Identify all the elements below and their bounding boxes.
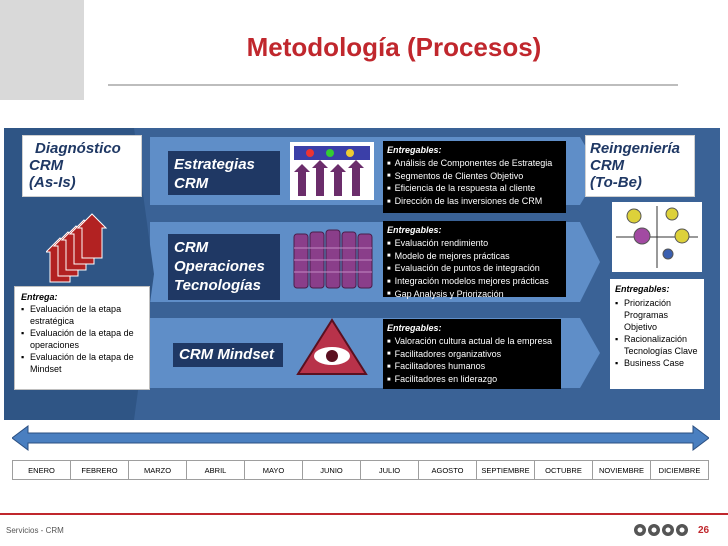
label-mindset: CRM Mindset <box>173 343 283 367</box>
month-cell: FEBRERO <box>71 461 129 479</box>
month-cell: SEPTIEMBRE <box>477 461 535 479</box>
month-cell: MAYO <box>245 461 303 479</box>
list-item: Evaluación de puntos de integración <box>387 262 562 275</box>
footer-text: Servicios - CRM <box>6 526 64 535</box>
label-estrategias-line1: Estrategias <box>174 156 255 173</box>
list-item: Facilitadores organizativos <box>387 348 557 361</box>
label-operaciones-line3: Tecnologías <box>174 277 261 294</box>
title-divider <box>108 84 678 86</box>
entrega-box: Entrega: Evaluación de la etapa estratég… <box>14 286 150 390</box>
technology-cylinders-icon <box>293 229 373 289</box>
reingenieria-title-line2: CRM <box>590 157 625 174</box>
band-operaciones-arrow <box>580 222 600 302</box>
reingenieria-title-line3: (To-Be) <box>590 174 642 191</box>
strategy-arrows-icon <box>290 142 374 200</box>
list-item: Facilitadores en liderazgo <box>387 373 557 386</box>
month-cell: DICIEMBRE <box>658 466 701 475</box>
label-operaciones: CRM Operaciones Tecnologías <box>168 234 280 300</box>
mindset-eye-icon <box>296 318 368 375</box>
page-number: 26 <box>698 525 710 536</box>
page-title: Metodología (Procesos) <box>246 32 542 62</box>
month-cell: NOVIEMBRE <box>593 461 651 479</box>
label-estrategias: Estrategias CRM <box>168 151 280 195</box>
footer-divider <box>0 513 728 515</box>
label-estrategias-line2: CRM <box>174 175 209 192</box>
reingenieria-box: Reingeniería CRM (To-Be) <box>585 135 695 197</box>
company-logo-icon <box>634 524 688 536</box>
timeline-arrow <box>12 425 709 451</box>
list-item: Racionalización Tecnologías Clave <box>615 333 699 357</box>
stacked-arrows-icon <box>46 213 108 283</box>
entregables-estrategia-header: Entregables: <box>387 145 442 155</box>
entrega-header: Entrega: <box>21 292 58 302</box>
month-cell: JULIO <box>361 461 419 479</box>
month-cell: JUNIO <box>303 461 361 479</box>
list-item: Evaluación de la etapa de operaciones <box>21 327 143 351</box>
entregables-reingenieria-header: Entregables: <box>615 284 670 294</box>
priority-matrix-icon <box>612 202 702 272</box>
month-cell: AGOSTO <box>419 461 477 479</box>
band-mindset-arrow <box>580 318 600 388</box>
label-operaciones-line2: Operaciones <box>174 258 265 275</box>
list-item: Valoración cultura actual de la empresa <box>387 335 557 348</box>
month-cell: OCTUBRE <box>535 461 593 479</box>
entregables-operaciones-header: Entregables: <box>387 225 442 235</box>
list-item: Priorización Programas Objetivo <box>615 297 699 333</box>
diagnostico-title-line3: (As-Is) <box>29 174 76 191</box>
list-item: Segmentos de Clientes Objetivo <box>387 170 562 183</box>
list-item: Dirección de las inversiones de CRM <box>387 195 562 208</box>
entregables-estrategia: Entregables: Análisis de Componentes de … <box>383 141 566 213</box>
list-item: Evaluación de la etapa de Mindset <box>21 351 143 375</box>
list-item: Eficiencia de la respuesta al cliente <box>387 182 562 195</box>
list-item: Gap Analysis y Priorización <box>387 288 562 301</box>
diagnostico-title-line2: CRM <box>29 157 64 174</box>
month-cell: ABRIL <box>187 461 245 479</box>
list-item: Modelo de mejores prácticas <box>387 250 562 263</box>
entregables-mindset-header: Entregables: <box>387 323 442 333</box>
list-item: Integración modelos mejores prácticas <box>387 275 562 288</box>
month-cell: MARZO <box>129 461 187 479</box>
diagnostico-box: Diagnóstico CRM (As-Is) <box>22 135 142 197</box>
reingenieria-title-line1: Reingeniería <box>590 140 681 157</box>
label-operaciones-line1: CRM <box>174 239 209 256</box>
entregables-reingenieria: Entregables: Priorización Programas Obje… <box>610 279 704 389</box>
list-item: Business Case <box>615 357 699 369</box>
list-item: Evaluación rendimiento <box>387 237 562 250</box>
list-item: Facilitadores humanos <box>387 360 557 373</box>
diagnostico-title-line1: Diagnóstico <box>35 140 121 157</box>
entregables-operaciones: Entregables: Evaluación rendimiento Mode… <box>383 221 566 299</box>
months-row: ENERO FEBRERO MARZO ABRIL MAYO JUNIO JUL… <box>12 460 709 480</box>
list-item: Análisis de Componentes de Estrategia <box>387 157 562 170</box>
entregables-mindset: Entregables: Valoración cultura actual d… <box>383 319 561 389</box>
left-stripe-decoration <box>0 0 84 100</box>
month-cell: ENERO <box>13 461 71 479</box>
list-item: Evaluación de la etapa estratégica <box>21 303 143 327</box>
